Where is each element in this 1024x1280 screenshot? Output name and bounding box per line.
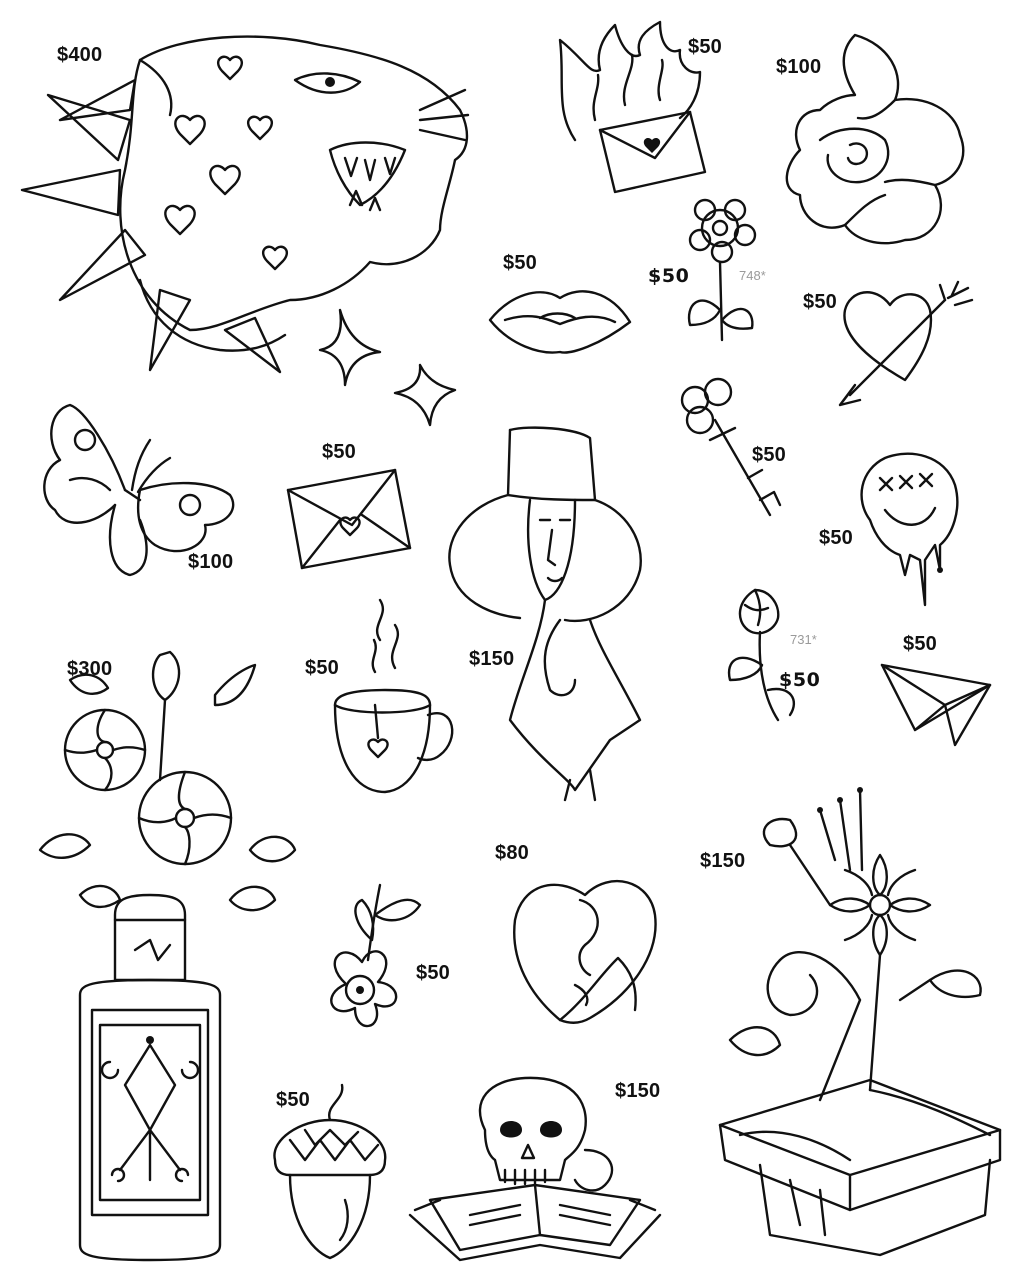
price-acorn: $50 — [276, 1089, 310, 1111]
acorn-icon — [273, 1083, 387, 1260]
price-small-flower: $50 — [648, 265, 690, 287]
price-butterfly: $100 — [188, 551, 234, 573]
price-books-bouquet: $150 — [700, 850, 746, 872]
price-dog-heart: $80 — [495, 842, 529, 864]
price-lips: $50 — [503, 252, 537, 274]
price-skull-book: $150 — [615, 1080, 661, 1102]
price-love-letter: $50 — [322, 441, 356, 463]
price-key: $50 — [752, 444, 786, 466]
price-flower-vase: $300 — [67, 658, 113, 680]
small-flower-icon — [687, 198, 757, 342]
lips-icon — [488, 290, 632, 354]
rose-icon — [785, 33, 965, 245]
price-teacup: $50 — [305, 657, 339, 679]
design-code-small-flower: 748* — [739, 268, 766, 283]
key-icon — [680, 377, 782, 517]
heart-arrow-icon — [838, 280, 974, 407]
flower-vase-icon — [38, 650, 297, 1262]
price-woman-in-hat: $150 — [469, 648, 515, 670]
paper-plane-icon — [880, 663, 992, 747]
books-bouquet-icon — [718, 787, 1002, 1257]
price-panther: $400 — [57, 44, 103, 66]
price-wild-rose: $50 — [416, 962, 450, 984]
butterfly-icon — [43, 403, 235, 577]
skull-book-icon — [408, 1076, 662, 1262]
burning-envelope-icon — [558, 20, 707, 194]
price-heart-arrow: $50 — [803, 291, 837, 313]
design-code-rosebud: 731* — [790, 632, 817, 647]
love-letter-icon — [286, 468, 412, 570]
woman-in-hat-icon — [448, 426, 642, 802]
sparkles-icon — [318, 308, 457, 427]
melting-smiley-icon — [860, 452, 959, 607]
price-melting-smiley: $50 — [819, 527, 853, 549]
price-rosebud: $50 — [779, 669, 821, 691]
rosebud-icon — [727, 588, 796, 722]
price-burning-envelope: $50 — [688, 36, 722, 58]
panther-icon — [20, 35, 470, 374]
teacup-icon — [333, 598, 454, 794]
price-rose: $100 — [776, 56, 822, 78]
dog-heart-icon — [513, 879, 657, 1024]
wild-rose-icon — [330, 883, 422, 1028]
price-paper-plane: $50 — [903, 633, 937, 655]
